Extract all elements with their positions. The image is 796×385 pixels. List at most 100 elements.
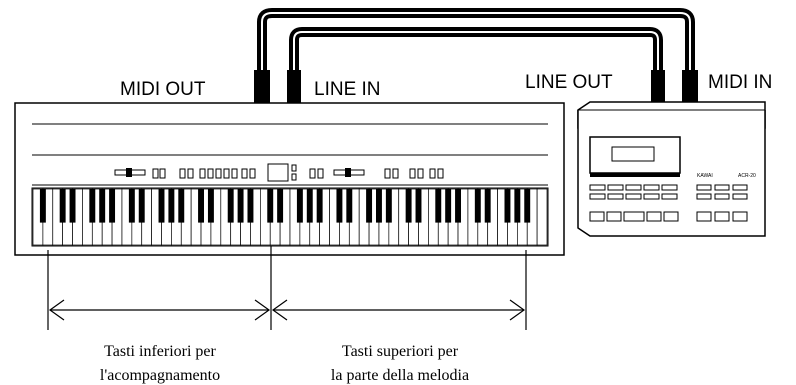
black-key	[247, 189, 254, 223]
recorder-button	[643, 193, 660, 200]
black-key	[405, 189, 412, 223]
transport-button	[606, 211, 622, 222]
midi-out-plug	[254, 70, 270, 104]
black-key	[346, 189, 353, 223]
black-key	[128, 189, 135, 223]
panel-button	[409, 168, 416, 179]
black-key	[306, 189, 313, 223]
recorder-model: ACR-20	[738, 173, 756, 179]
black-key	[445, 189, 452, 223]
cassette-window	[611, 146, 655, 162]
arrowhead	[254, 299, 271, 321]
recorder-button	[607, 184, 624, 191]
transport-button	[663, 211, 679, 222]
recorder-button	[661, 184, 678, 191]
arrowhead	[271, 299, 288, 321]
recorder-brand: KAWAI	[697, 173, 713, 179]
black-key	[207, 189, 214, 223]
recorder-button	[732, 211, 748, 222]
midi-in-label: MIDI IN	[708, 72, 772, 93]
panel-button	[215, 168, 222, 179]
black-key	[455, 189, 462, 223]
panel-button	[384, 168, 391, 179]
recorder-button	[625, 184, 642, 191]
black-key	[198, 189, 205, 223]
volume-slider-knob	[126, 168, 132, 177]
black-key	[277, 189, 284, 223]
black-key	[296, 189, 303, 223]
recorder-button	[696, 193, 712, 200]
black-key	[316, 189, 323, 223]
midi-in-plug	[682, 70, 698, 104]
transport-button	[623, 211, 645, 222]
line-out-label: LINE OUT	[525, 72, 613, 93]
black-key	[415, 189, 422, 223]
black-key	[385, 189, 392, 223]
black-key	[39, 189, 46, 223]
panel-button	[152, 168, 159, 179]
midi-out-label: MIDI OUT	[120, 79, 206, 100]
upper-caption-line2: la parte della melodia	[331, 367, 469, 384]
lower-caption-line1: Tasti inferiori per	[104, 343, 216, 360]
piano-control-panel	[114, 163, 444, 182]
recorder-button	[661, 193, 678, 200]
black-key	[89, 189, 96, 223]
black-key	[109, 189, 116, 223]
black-key	[504, 189, 511, 223]
line-in-label: LINE IN	[314, 79, 381, 100]
panel-button	[207, 168, 214, 179]
black-key	[69, 189, 76, 223]
recorder-button	[589, 184, 606, 191]
recorder-button	[732, 184, 748, 191]
cables	[257, 8, 695, 72]
black-keys	[39, 189, 531, 223]
panel-button	[179, 168, 186, 179]
recorder-button	[643, 184, 660, 191]
panel-button	[241, 168, 248, 179]
black-key	[168, 189, 175, 223]
recorder-buttons-left	[589, 184, 679, 222]
recorder-button	[625, 193, 642, 200]
black-key	[336, 189, 343, 223]
panel-button	[392, 168, 399, 179]
recorder-button	[607, 193, 624, 200]
black-key	[227, 189, 234, 223]
panel-button	[249, 168, 256, 179]
recorder-button	[714, 211, 730, 222]
panel-button	[309, 168, 316, 179]
sound-buttons	[179, 168, 256, 179]
keyboard-split-indicator	[47, 246, 527, 330]
black-key	[474, 189, 481, 223]
panel-button	[159, 168, 166, 179]
black-key	[484, 189, 491, 223]
black-key	[524, 189, 531, 223]
black-key	[138, 189, 145, 223]
arrowhead	[48, 299, 65, 321]
panel-button	[437, 168, 444, 179]
arrowhead	[509, 299, 526, 321]
digital-piano	[14, 102, 565, 256]
recorder-device: KAWAI ACR-20	[577, 101, 766, 237]
recorder-button	[696, 211, 712, 222]
line-in-plug	[287, 70, 301, 104]
line-out-plug	[651, 70, 665, 104]
panel-button	[187, 168, 194, 179]
midi-cable	[257, 8, 695, 72]
recorder-button	[714, 184, 730, 191]
black-key	[237, 189, 244, 223]
display-window	[267, 163, 289, 182]
recorder-button	[696, 184, 712, 191]
audio-cable-inner	[293, 31, 659, 72]
panel-button	[223, 168, 230, 179]
panel-button	[199, 168, 206, 179]
recorder-buttons-right	[696, 184, 748, 222]
cassette-shadow	[590, 173, 680, 177]
recorder-button	[714, 193, 730, 200]
panel-button	[291, 173, 297, 181]
black-key	[267, 189, 274, 223]
tempo-slider-knob	[345, 168, 351, 177]
panel-button	[317, 168, 324, 179]
black-key	[99, 189, 106, 223]
panel-button	[291, 164, 297, 172]
